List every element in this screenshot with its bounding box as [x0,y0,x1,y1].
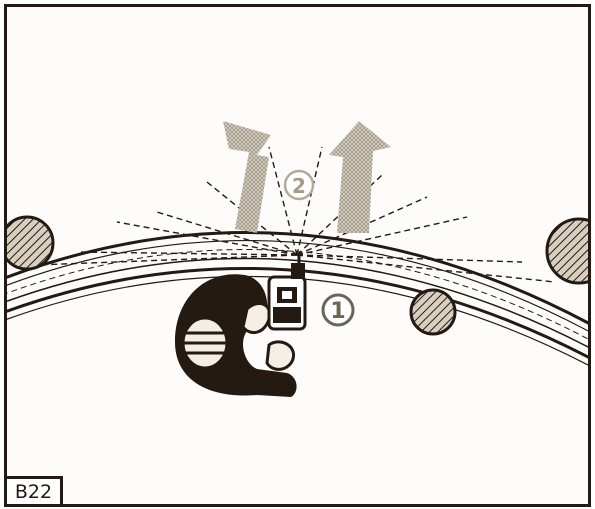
roller-left [7,215,55,271]
roller-small [409,288,457,336]
callout-1-number: 1 [330,299,345,324]
operator-figure [175,263,307,397]
callout-1: 1 [321,293,355,327]
callout-2: 2 [283,169,315,201]
roller-right [545,217,588,285]
figure-label: B22 [7,476,63,504]
callout-2-number: 2 [292,174,306,198]
diagram-frame: 1 2 B22 [4,4,591,507]
spray-lines [36,146,556,283]
arrow-right [329,121,391,233]
diagram-canvas: 1 2 [7,121,588,397]
arrow-left [223,121,271,233]
